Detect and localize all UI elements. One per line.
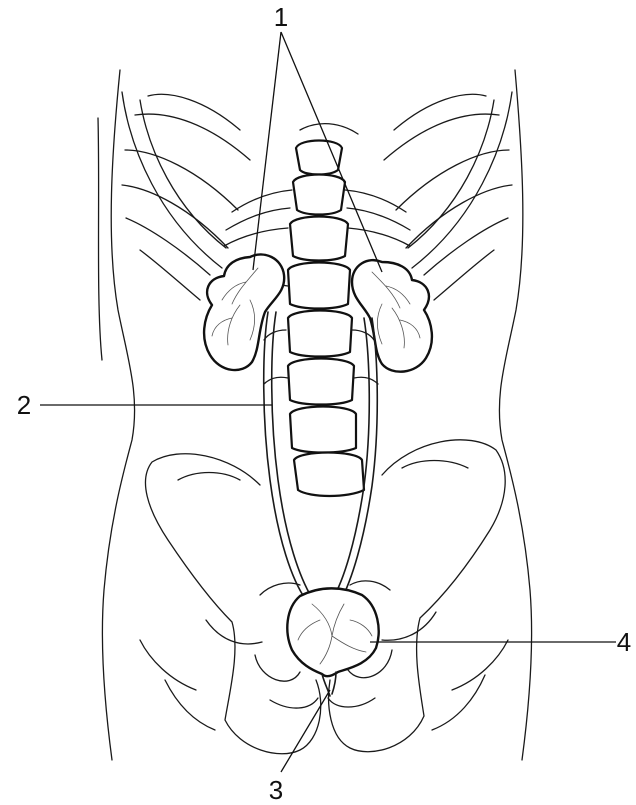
label-3: 3 <box>269 775 283 805</box>
kidney-right <box>352 260 432 372</box>
label-4: 4 <box>617 627 631 657</box>
label-2: 2 <box>17 390 31 420</box>
label-1: 1 <box>274 2 288 32</box>
urinary-bladder <box>287 588 378 696</box>
vertebral-column <box>262 141 378 497</box>
